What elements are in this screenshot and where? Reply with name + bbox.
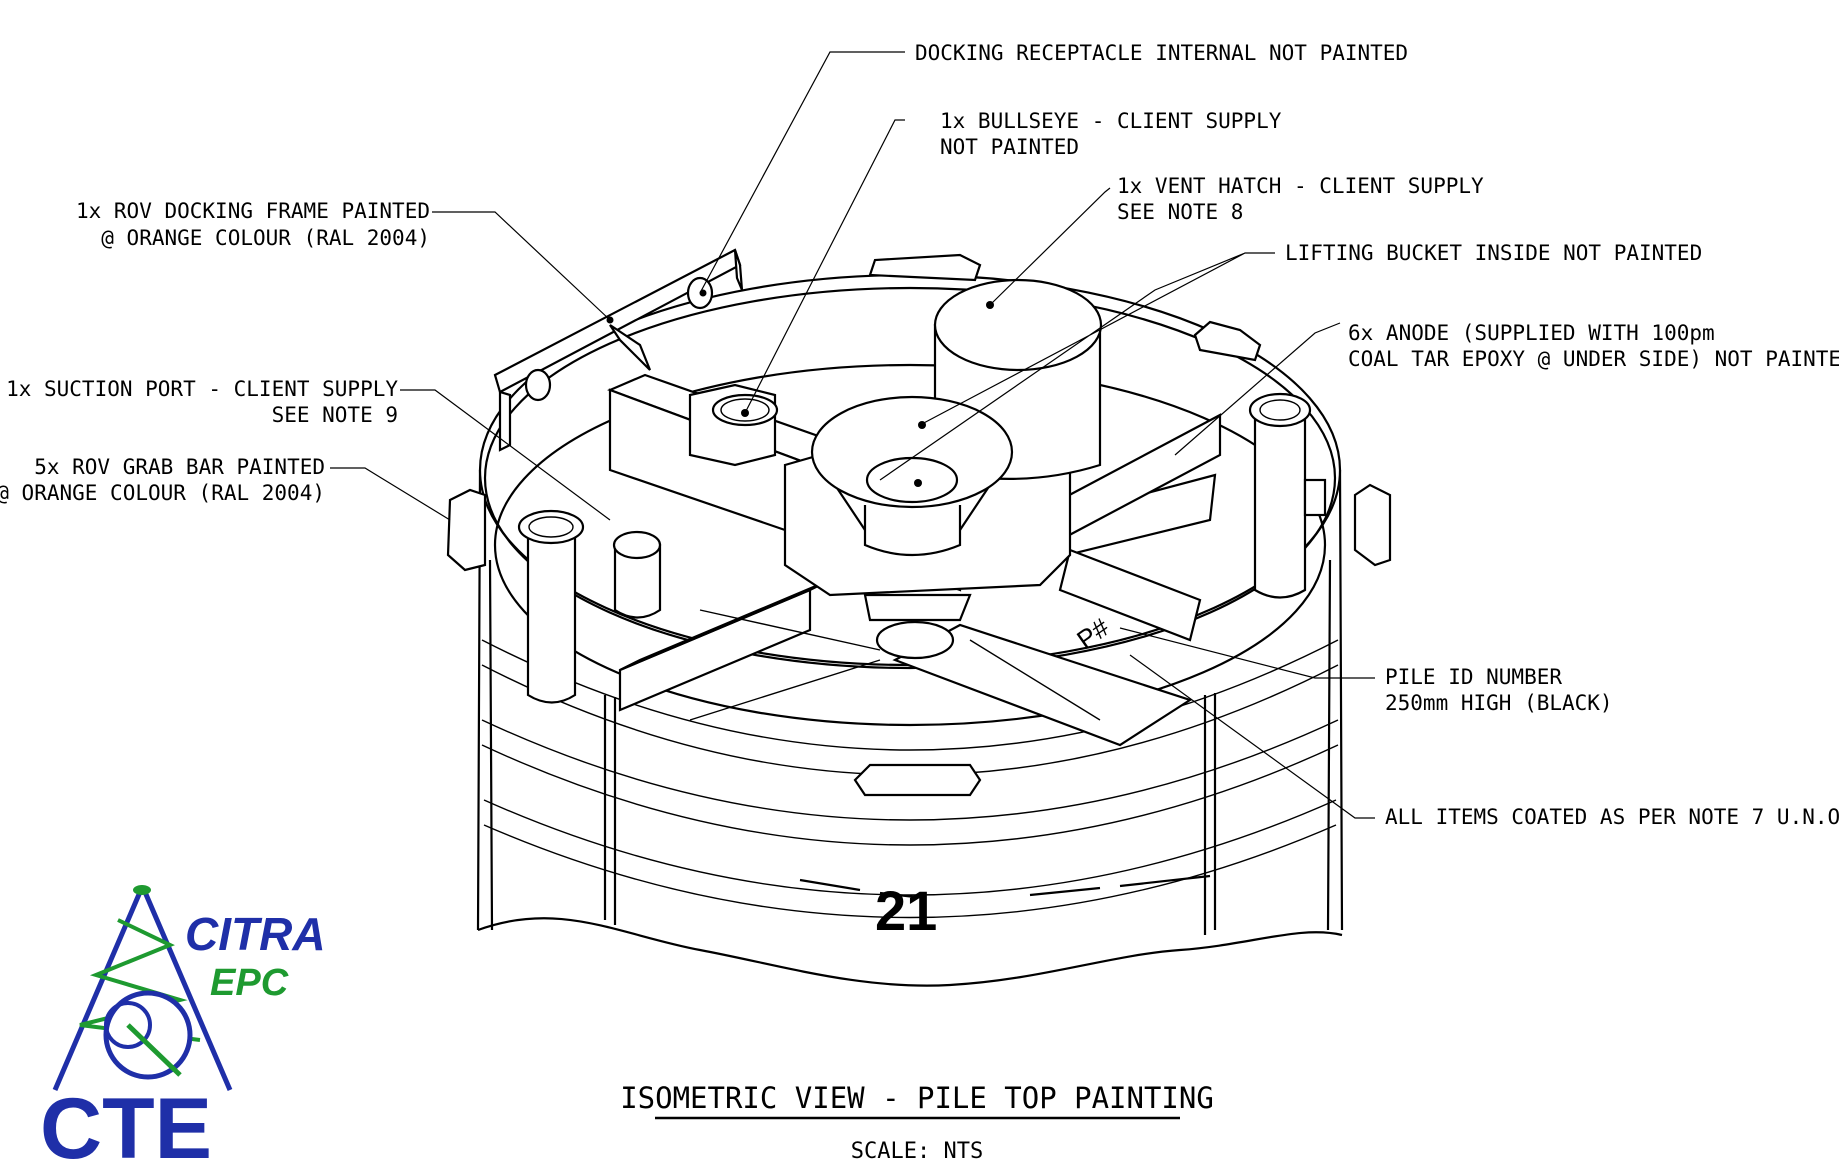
callout-grab-bar-line2: @ ORANGE COLOUR (RAL 2004)	[0, 481, 325, 505]
callout-anode-line1: 6x ANODE (SUPPLIED WITH 100pm	[1348, 321, 1715, 345]
logo-tower-icon	[52, 885, 233, 1091]
drawing-scale: SCALE: NTS	[851, 1139, 983, 1164]
callout-suction-port-line2: SEE NOTE 9	[272, 403, 398, 427]
callout-pile-id-line1: PILE ID NUMBER	[1385, 665, 1562, 689]
callout-all-items: ALL ITEMS COATED AS PER NOTE 7 U.N.O	[1385, 805, 1839, 829]
title-block: ISOMETRIC VIEW - PILE TOP PAINTING SCALE…	[620, 1081, 1214, 1164]
anode-left	[517, 509, 585, 704]
company-logo: CITRA EPC CTE	[40, 885, 326, 1172]
pile-body	[476, 469, 1344, 987]
grab-bars	[446, 253, 1392, 797]
callout-anode-line2: COAL TAR EPOXY @ UNDER SIDE) NOT PAINTED	[1348, 347, 1839, 371]
callouts: DOCKING RECEPTACLE INTERNAL NOT PAINTED …	[0, 41, 1839, 829]
drawing-title: ISOMETRIC VIEW - PILE TOP PAINTING	[620, 1081, 1214, 1115]
callout-bullseye-line1: 1x BULLSEYE - CLIENT SUPPLY	[940, 109, 1282, 133]
lifting-bucket	[810, 395, 1014, 557]
callout-pile-id-line2: 250mm HIGH (BLACK)	[1385, 691, 1613, 715]
callout-suction-port-line1: 1x SUCTION PORT - CLIENT SUPPLY	[6, 377, 398, 401]
rov-docking-frame	[493, 248, 744, 452]
callout-rov-docking-line1: 1x ROV DOCKING FRAME PAINTED	[76, 199, 430, 223]
callout-vent-hatch-line1: 1x VENT HATCH - CLIENT SUPPLY	[1117, 174, 1484, 198]
callout-docking-receptacle: DOCKING RECEPTACLE INTERNAL NOT PAINTED	[915, 41, 1408, 65]
callout-vent-hatch-line2: SEE NOTE 8	[1117, 200, 1243, 224]
leader-lines	[330, 51, 1375, 819]
logo-epc: EPC	[210, 962, 289, 1004]
callout-grab-bar-line1: 5x ROV GRAB BAR PAINTED	[34, 455, 325, 479]
pile-number: 21	[875, 879, 937, 942]
callout-bullseye-line2: NOT PAINTED	[940, 135, 1079, 159]
logo-citra: CITRA	[185, 908, 326, 960]
anode-right	[1248, 392, 1327, 599]
callout-lifting-bucket: LIFTING BUCKET INSIDE NOT PAINTED	[1285, 241, 1702, 265]
suction-port	[612, 530, 662, 619]
callout-rov-docking-line2: @ ORANGE COLOUR (RAL 2004)	[101, 226, 430, 250]
logo-cte: CTE	[40, 1081, 212, 1172]
bullseye	[688, 383, 779, 467]
